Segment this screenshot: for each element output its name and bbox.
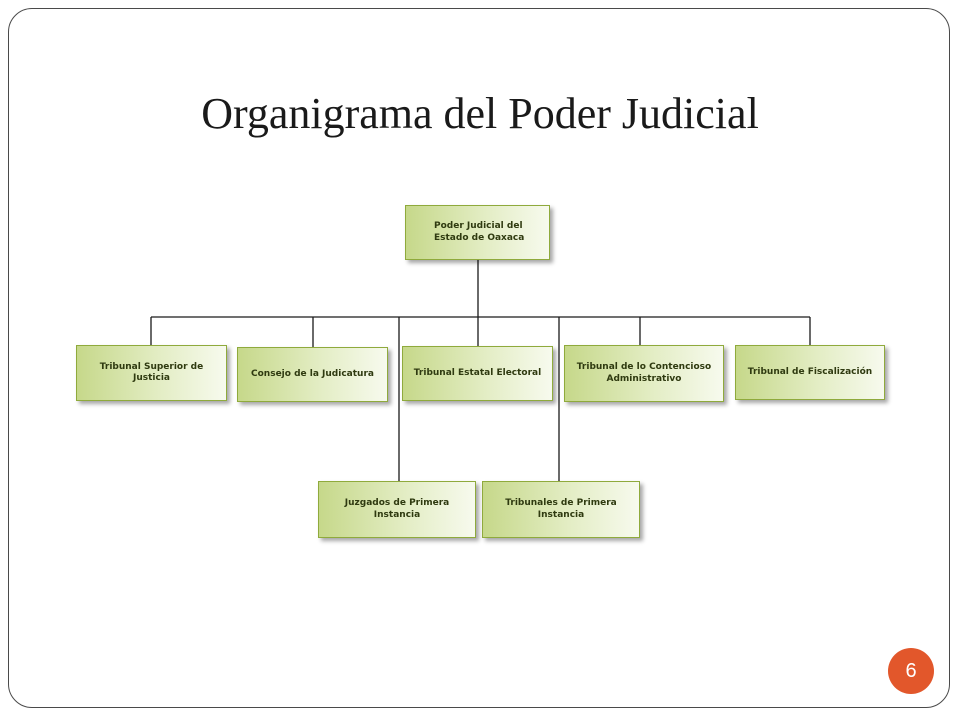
org-node-tribunal-fiscalizacion: Tribunal de Fiscalización [735,345,885,400]
org-node-tribunal-electoral: Tribunal Estatal Electoral [402,346,553,401]
org-node-tribunal-contencioso: Tribunal de lo Contencioso Administrativ… [564,345,724,402]
org-node-juzgados-primera: Juzgados de Primera Instancia [318,481,476,538]
page-number-badge: 6 [888,648,934,694]
slide-title: Organigrama del Poder Judicial [201,89,759,138]
slide-frame [8,8,950,708]
org-node-root: Poder Judicial del Estado de Oaxaca [405,205,550,260]
org-node-tribunal-superior: Tribunal Superior de Justicia [76,345,227,401]
org-node-consejo-judicatura: Consejo de la Judicatura [237,347,388,402]
org-node-tribunales-primera: Tribunales de Primera Instancia [482,481,640,538]
